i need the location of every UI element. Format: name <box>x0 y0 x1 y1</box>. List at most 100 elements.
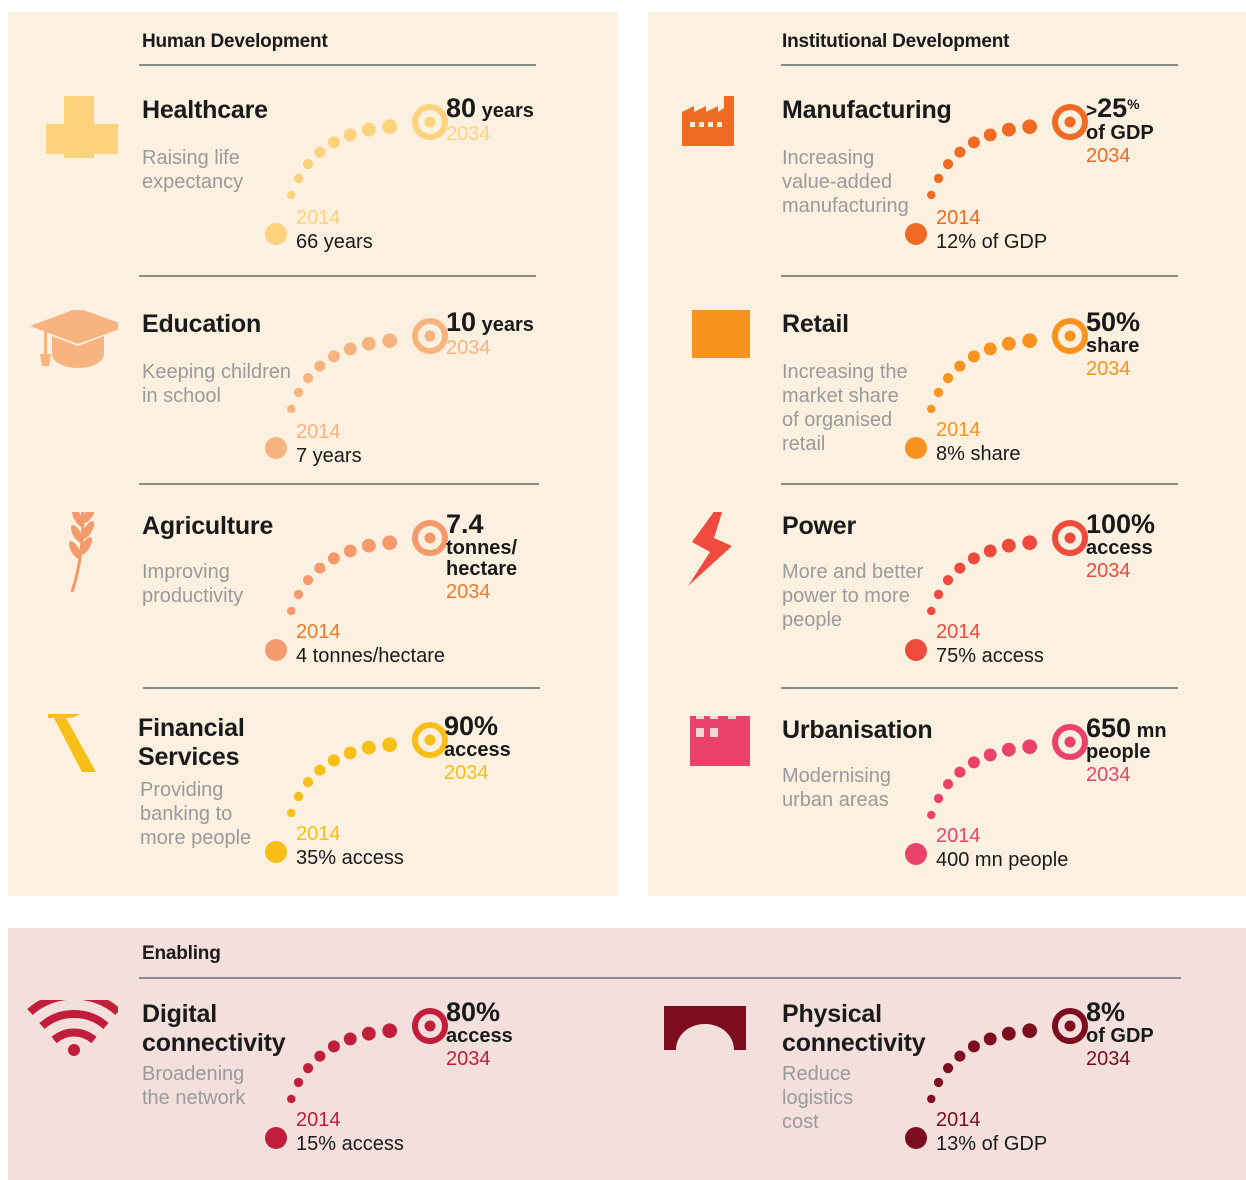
retail-target-center <box>1064 330 1076 342</box>
financial-services-description: Providing banking to more people <box>140 779 252 849</box>
healthcare-item: Healthcare Raising life expectancy 80 ye… <box>8 94 608 266</box>
urbanisation-target-value: 650 <box>1086 713 1132 743</box>
power-target: 100% access 2034 <box>1086 510 1155 583</box>
digital-connectivity-target: 80% access 2034 <box>446 998 513 1071</box>
physical-connectivity-start-year: 2014 <box>936 1109 981 1131</box>
agriculture-description: Improving productivity <box>142 561 244 607</box>
agriculture-title: Agriculture <box>142 512 274 540</box>
urbanisation-target-unit-line: people <box>1086 741 1151 763</box>
digital-connectivity-target-ring <box>412 1008 448 1044</box>
urbanisation-progress-dot <box>927 810 936 820</box>
manufacturing-target-value: 25 <box>1097 93 1128 123</box>
retail-progress-dot <box>954 360 966 372</box>
healthcare-progress-dot <box>343 128 357 142</box>
power-target-center <box>1064 532 1076 544</box>
physical-connectivity-progress-dot <box>927 1094 936 1104</box>
financial-services-progress-curve <box>265 722 448 863</box>
education-target-year: 2034 <box>446 337 491 359</box>
power-item: Power More and better power to more peop… <box>648 510 1238 682</box>
urbanisation-target: 650 mn people 2034 <box>1086 714 1167 787</box>
manufacturing-progress-dot <box>1001 122 1016 137</box>
retail-progress-curve <box>905 318 1088 459</box>
urbanisation-target-center <box>1064 736 1076 748</box>
medical-cross-icon <box>8 96 118 196</box>
physical-connectivity-target-value: 8% <box>1086 997 1126 1027</box>
physical-connectivity-target-ring <box>1052 1008 1088 1044</box>
manufacturing-progress-dot <box>1022 119 1038 135</box>
section-title-enabling: Enabling <box>142 943 221 964</box>
retail-start-year: 2014 <box>936 419 981 441</box>
digital-connectivity-progress-curve <box>265 1008 448 1149</box>
urbanisation-target-year: 2034 <box>1086 764 1131 786</box>
power-progress-dot <box>942 575 954 586</box>
power-target-value: 100% <box>1086 509 1156 539</box>
digital-connectivity-progress-dot <box>302 1063 314 1074</box>
manufacturing-target-percent: % <box>1127 96 1140 112</box>
digital-connectivity-progress-dot <box>327 1040 340 1053</box>
human-development-panel <box>8 12 618 896</box>
power-title: Power <box>782 512 857 540</box>
education-progress-dot <box>314 360 326 372</box>
education-description: Keeping children in school <box>142 361 291 407</box>
manufacturing-progress-dot <box>983 128 997 142</box>
digital-connectivity-target-unit: access <box>446 1025 513 1047</box>
power-progress-curve <box>905 520 1088 661</box>
agriculture-target-ring <box>412 520 448 556</box>
agriculture-progress-curve <box>265 520 448 661</box>
manufacturing-target-unit: of GDP <box>1086 122 1154 144</box>
power-progress-dot <box>1022 535 1038 551</box>
financial-services-title: Financial Services <box>138 714 245 771</box>
physical-connectivity-description: Reduce logistics cost <box>782 1063 854 1133</box>
rupee-icon <box>8 714 118 814</box>
urbanisation-start-value: 400 mn people <box>936 849 1069 871</box>
healthcare-progress-dot <box>382 119 398 135</box>
manufacturing-start-marker <box>905 223 927 245</box>
agriculture-target-year: 2034 <box>446 581 491 603</box>
power-description: More and better power to more people <box>782 561 924 631</box>
agriculture-target-unit-line2: hectare <box>446 558 518 580</box>
digital-connectivity-progress-dot <box>287 1094 296 1104</box>
healthcare-progress-dot <box>314 146 326 158</box>
urbanisation-progress-curve <box>905 724 1088 865</box>
physical-connectivity-progress-dot <box>1001 1026 1016 1041</box>
urbanisation-progress-dot <box>942 779 954 790</box>
shopping-bag-icon <box>648 310 758 410</box>
agriculture-target-center <box>424 532 436 544</box>
power-progress-dot <box>933 589 944 600</box>
urbanisation-progress-dot <box>1001 742 1016 757</box>
physical-connectivity-target-unit: of GDP <box>1086 1025 1154 1047</box>
manufacturing-target-ring <box>1052 104 1088 140</box>
urbanisation-progress-dot <box>1022 739 1038 755</box>
urbanisation-target-unit: mn <box>1131 720 1167 742</box>
financial-services-progress-dot <box>302 777 314 788</box>
agriculture-progress-dot <box>287 606 296 616</box>
divider <box>781 64 1178 66</box>
healthcare-progress-dot <box>293 173 304 184</box>
education-progress-dot <box>327 350 340 363</box>
divider <box>781 275 1178 277</box>
financial-services-start-marker <box>265 841 287 863</box>
digital-connectivity-title: Digital connectivity <box>142 1000 286 1057</box>
financial-services-target-center <box>424 734 436 746</box>
financial-services-target-ring <box>412 722 448 758</box>
factory-icon <box>648 96 758 196</box>
education-start-marker <box>265 437 287 459</box>
healthcare-target-ring <box>412 104 448 140</box>
physical-connectivity-progress-dot <box>1022 1023 1038 1039</box>
retail-target-year: 2034 <box>1086 358 1131 380</box>
digital-connectivity-progress-dot <box>361 1026 376 1041</box>
retail-description: Increasing the market share of organised… <box>782 361 908 455</box>
manufacturing-target: >25% of GDP 2034 <box>1086 94 1154 168</box>
retail-progress-dot <box>1022 333 1038 349</box>
urbanisation-start-year: 2014 <box>936 825 981 847</box>
education-start-value: 7 years <box>296 445 362 467</box>
education-target: 10 years 2034 <box>446 308 534 360</box>
digital-connectivity-description: Broadening the network <box>142 1063 246 1109</box>
manufacturing-progress-curve <box>905 104 1088 245</box>
education-target-unit: years <box>476 314 534 336</box>
urbanisation-title: Urbanisation <box>782 716 933 744</box>
financial-services-progress-dot <box>327 754 340 767</box>
urbanisation-progress-dot <box>967 756 980 769</box>
urbanisation-progress-dot <box>983 748 997 762</box>
healthcare-title: Healthcare <box>142 96 268 124</box>
